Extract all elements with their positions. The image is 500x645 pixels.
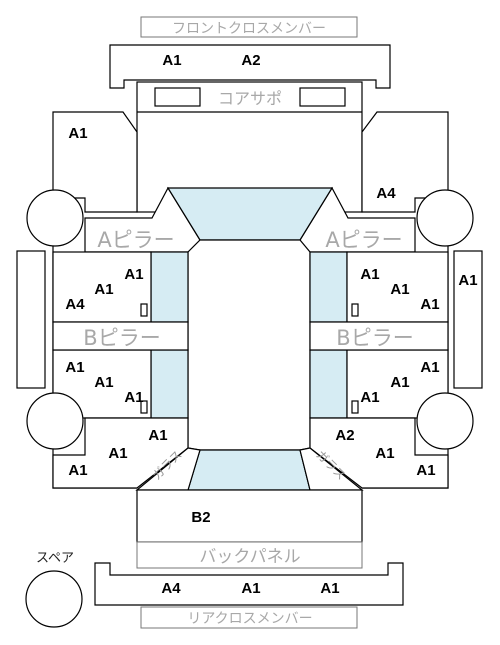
front-door-right	[346, 251, 449, 323]
grade-front-cross-left: A1	[162, 52, 181, 69]
door-handle-left-rear	[140, 400, 148, 414]
front-bumper-outline	[109, 44, 391, 89]
door-handle-left-front	[140, 303, 148, 317]
door-handle-right-rear	[351, 400, 359, 414]
grade-quarter-left-low: A1	[68, 462, 87, 479]
headlight-right	[299, 87, 346, 107]
front-fender-right	[361, 111, 449, 213]
grade-door-rear-left-mid: A1	[94, 374, 113, 391]
grade-door-front-right-low: A1	[420, 296, 439, 313]
b-pillar-left-label: Bピラー	[83, 326, 160, 350]
grade-rear-cross-right: A1	[320, 580, 339, 597]
door-handle-right-front	[351, 303, 359, 317]
grade-fender-front-right: A4	[376, 185, 396, 202]
rear-window	[187, 449, 311, 491]
side-glass-left-front	[150, 251, 189, 323]
wheel-front-right	[416, 189, 474, 247]
quarter-panel-right	[309, 417, 449, 489]
spare-tire	[25, 570, 83, 628]
grade-trunk: B2	[191, 509, 210, 526]
grade-rear-cross-left: A4	[161, 580, 181, 597]
grade-door-front-left-low: A4	[65, 296, 85, 313]
side-glass-right-front	[309, 251, 348, 323]
rear-cross-member-box	[140, 606, 358, 629]
grade-quarter-right-mid: A1	[375, 445, 394, 462]
grade-door-rear-left-top: A1	[65, 359, 84, 376]
roof-panel	[187, 239, 311, 451]
front-cross-member-label: フロントクロスメンバー	[172, 21, 326, 37]
grade-door-rear-right-top: A1	[420, 359, 439, 376]
grade-roof-side-right: A1	[458, 272, 477, 289]
b-pillar-left-band	[52, 321, 189, 351]
trunk-lid	[136, 489, 363, 543]
wheel-rear-left	[26, 392, 84, 450]
grade-quarter-right-low: A1	[416, 462, 435, 479]
grade-door-rear-left-low: A1	[124, 389, 143, 406]
wheel-rear-right	[416, 392, 474, 450]
grade-quarter-left-mid: A1	[108, 445, 127, 462]
rear-bumper-outline	[94, 562, 404, 606]
rear-cross-member-label: リアクロスメンバー	[187, 611, 312, 627]
core-support-label: コアサポ	[218, 89, 282, 108]
grade-door-rear-right-low: A1	[360, 389, 379, 406]
b-pillar-right-band	[309, 321, 449, 351]
back-panel-box	[136, 541, 363, 569]
quarter-panel-left	[52, 417, 189, 489]
back-panel-label: バックパネル	[199, 547, 300, 567]
grade-door-front-right-top: A1	[360, 266, 379, 283]
grade-fender-front-left: A1	[68, 125, 87, 142]
grade-quarter-left-top: A1	[148, 427, 167, 444]
side-glass-left-rear	[150, 349, 189, 419]
wheel-front-left	[26, 189, 84, 247]
a-pillar-right-label: Aピラー	[325, 228, 402, 252]
front-cross-member-box	[140, 16, 358, 38]
grade-door-front-right-mid: A1	[390, 281, 409, 298]
rocker-left	[16, 250, 46, 389]
spare-label: スペア	[36, 551, 74, 566]
headlight-left	[154, 87, 201, 107]
grade-rear-cross-center: A1	[241, 580, 260, 597]
grade-door-front-left-top: A1	[124, 266, 143, 283]
grade-door-front-left-mid: A1	[94, 281, 113, 298]
roof-side-right	[453, 250, 483, 389]
a-pillar-left-label: Aピラー	[97, 228, 174, 252]
grade-quarter-right-top: A2	[335, 427, 354, 444]
b-pillar-right-label: Bピラー	[336, 326, 413, 350]
grade-front-cross-right: A2	[241, 52, 260, 69]
grade-door-rear-right-mid: A1	[390, 374, 409, 391]
side-glass-right-rear	[309, 349, 348, 419]
front-door-left	[52, 251, 152, 323]
